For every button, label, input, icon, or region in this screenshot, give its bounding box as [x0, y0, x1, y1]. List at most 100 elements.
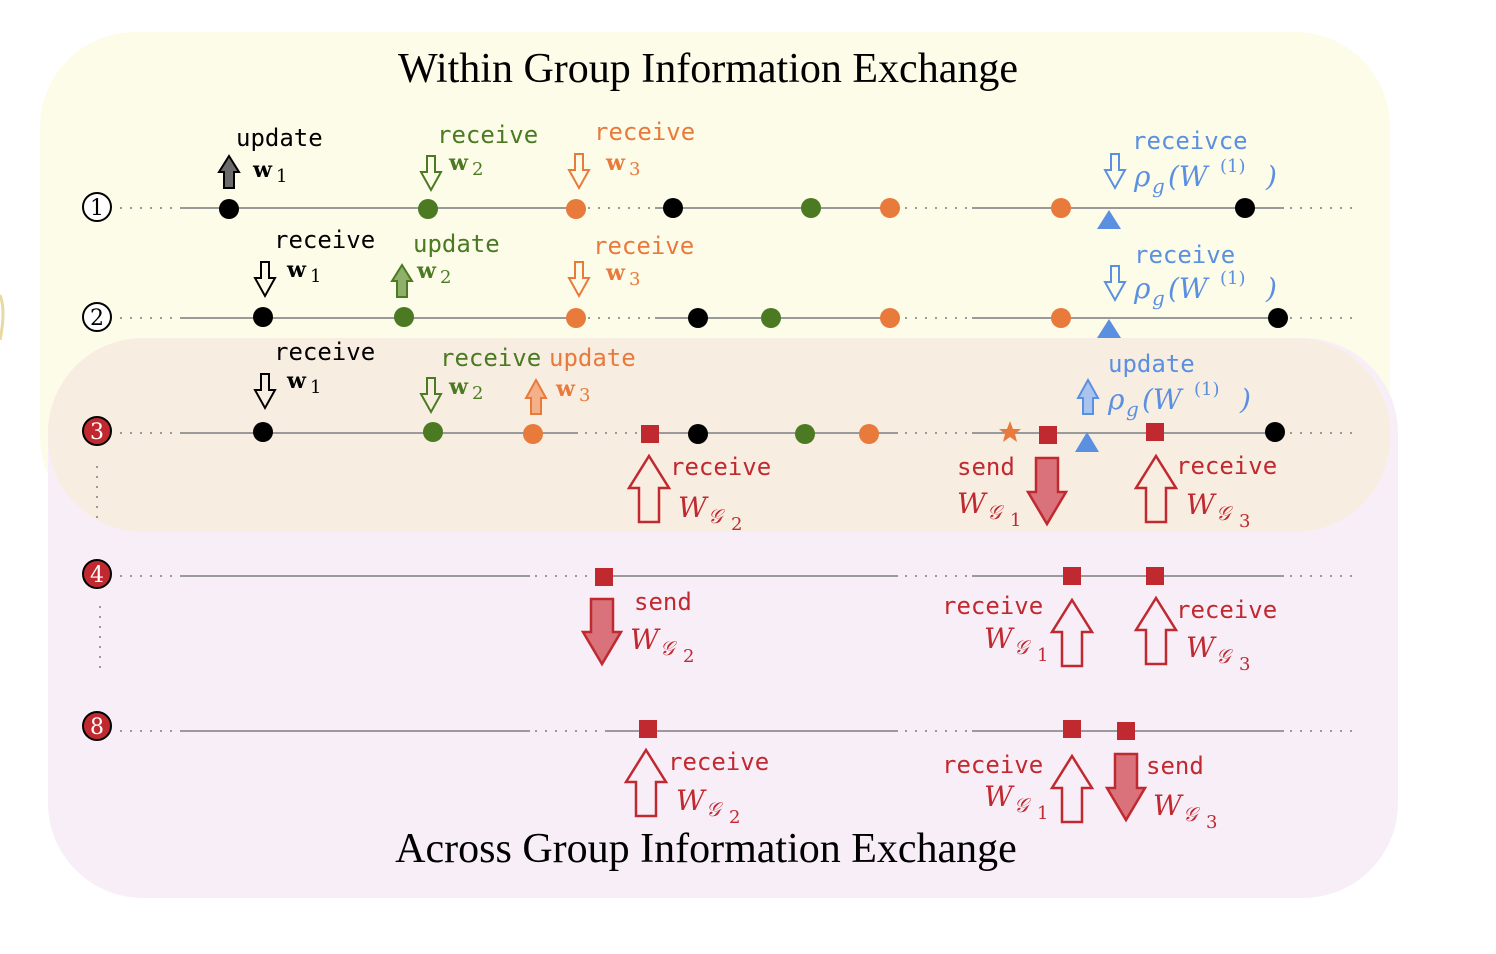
dot-marker-icon	[219, 199, 239, 219]
label-receive-wg3: receive	[1176, 596, 1277, 624]
square-marker-icon	[639, 720, 657, 738]
svg-text:𝒢: 𝒢	[708, 504, 726, 528]
svg-text:): )	[1265, 272, 1277, 305]
label-w2: w 2	[448, 150, 483, 180]
row-4-markers	[595, 567, 1164, 586]
arrow-icon	[567, 153, 591, 191]
label-w3: w 3	[605, 150, 640, 180]
svg-text:2: 2	[683, 646, 694, 667]
svg-text:1: 1	[310, 266, 321, 287]
label-wg3: W 𝒢 3	[1186, 488, 1250, 532]
dot-marker-icon	[663, 198, 683, 218]
svg-text:w: w	[286, 368, 307, 394]
svg-text:ρ: ρ	[1133, 160, 1151, 193]
svg-text:𝒢: 𝒢	[660, 636, 678, 660]
dot-marker-icon	[880, 198, 900, 218]
row-3-markers	[253, 421, 1285, 452]
svg-text:W: W	[957, 487, 988, 520]
label-rho-w1: ρ g (W (1) )	[1107, 379, 1251, 421]
label-update-w1: update	[236, 124, 323, 152]
arrow-icon	[1103, 153, 1127, 191]
svg-text:1: 1	[1037, 803, 1048, 824]
triangle-marker-icon	[1075, 432, 1099, 452]
dot-marker-icon	[688, 308, 708, 328]
arrow-icon	[1025, 456, 1069, 527]
label-receive-w1: receive	[274, 226, 375, 254]
label-send-wg2: send	[634, 588, 692, 616]
arrow-icon	[580, 597, 624, 667]
svg-text:w: w	[416, 258, 437, 284]
svg-text:W: W	[1186, 631, 1217, 664]
arrow-icon	[626, 453, 672, 524]
label-wg1: W 𝒢 1	[957, 487, 1021, 531]
square-marker-icon	[641, 425, 659, 443]
svg-text:3: 3	[90, 420, 104, 445]
svg-text:(1): (1)	[1220, 268, 1246, 289]
arrow-icon	[623, 747, 669, 818]
label-send-wg1: send	[957, 453, 1015, 481]
dot-marker-icon	[1051, 308, 1071, 328]
dot-marker-icon	[1265, 422, 1285, 442]
svg-text:1: 1	[90, 196, 104, 221]
dot-marker-icon	[418, 199, 438, 219]
svg-text:w: w	[605, 260, 626, 286]
svg-text:g: g	[1152, 286, 1165, 310]
svg-text:(W: (W	[1168, 160, 1210, 193]
row-1-markers	[219, 198, 1255, 229]
svg-text:W: W	[678, 491, 709, 524]
label-wg2: W 𝒢 2	[630, 623, 694, 667]
label-wg3: W 𝒢 3	[1153, 789, 1217, 833]
svg-text:): )	[1239, 383, 1251, 416]
label-receive-w2: receive	[437, 121, 538, 149]
svg-text:3: 3	[1206, 812, 1217, 833]
dot-marker-icon	[253, 422, 273, 442]
row-2-markers	[253, 307, 1288, 338]
arrow-icon	[1133, 453, 1179, 524]
square-marker-icon	[1039, 426, 1057, 444]
svg-text:𝒢: 𝒢	[706, 797, 724, 821]
label-receive-wg2: receive	[670, 453, 771, 481]
label-wg1: W 𝒢 1	[984, 622, 1048, 666]
svg-text:4: 4	[90, 563, 104, 588]
svg-text:): )	[1265, 160, 1277, 193]
label-receive-rho: receive	[1134, 241, 1235, 269]
label-receive-w3: receive	[593, 232, 694, 260]
svg-text:W: W	[1153, 789, 1184, 822]
label-receive-wg3: receive	[1176, 452, 1277, 480]
square-marker-icon	[1117, 722, 1135, 740]
label-receive-w2: receive	[440, 344, 541, 372]
svg-text:(1): (1)	[1194, 379, 1220, 400]
svg-text:2: 2	[440, 267, 451, 288]
svg-text:3: 3	[629, 269, 640, 290]
svg-text:3: 3	[1239, 511, 1250, 532]
arrow-icon	[419, 155, 443, 193]
arrow-icon	[253, 373, 277, 411]
label-receive-wg1: receive	[942, 592, 1043, 620]
node-1: 1	[82, 192, 112, 222]
svg-text:1: 1	[1037, 645, 1048, 666]
svg-text:𝒢: 𝒢	[1216, 501, 1234, 525]
arrow-icon	[1133, 595, 1179, 666]
svg-text:W: W	[1186, 488, 1217, 521]
dot-marker-icon	[859, 424, 879, 444]
dot-marker-icon	[801, 198, 821, 218]
svg-text:2: 2	[729, 807, 740, 828]
svg-text:3: 3	[579, 385, 590, 406]
svg-text:W: W	[984, 780, 1015, 813]
arrow-icon	[1076, 377, 1100, 415]
svg-text:w: w	[286, 257, 307, 283]
svg-text:𝒢: 𝒢	[1183, 802, 1201, 826]
dot-marker-icon	[394, 307, 414, 327]
label-w2: w 2	[448, 374, 483, 404]
arrow-icon	[390, 263, 414, 298]
square-marker-icon	[1063, 567, 1081, 585]
label-wg2: W 𝒢 2	[676, 784, 740, 828]
svg-text:𝒢: 𝒢	[1216, 644, 1234, 668]
svg-text:3: 3	[1239, 654, 1250, 675]
svg-text:3: 3	[629, 159, 640, 180]
label-update-w3: update	[549, 344, 636, 372]
label-receive-wg1: receive	[942, 751, 1043, 779]
svg-text:1: 1	[310, 377, 321, 398]
svg-text:w: w	[252, 157, 273, 183]
within-title: Within Group Information Exchange	[398, 46, 1018, 92]
